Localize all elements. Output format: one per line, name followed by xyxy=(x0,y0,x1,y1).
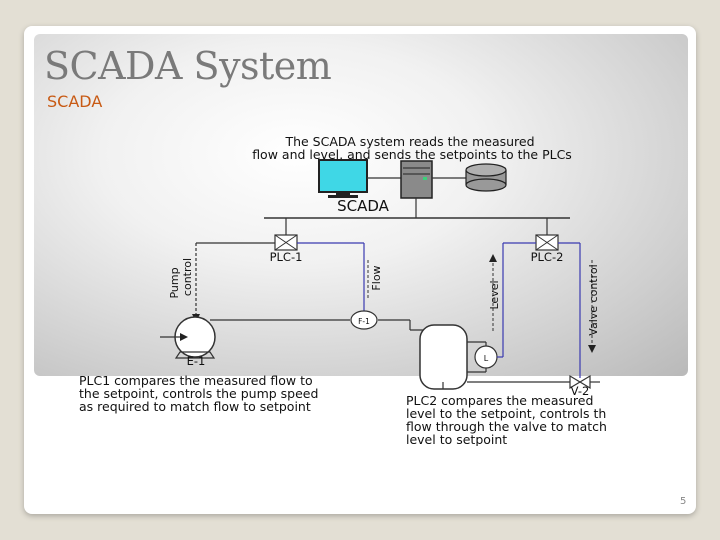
server-icon xyxy=(400,160,433,199)
plc2-icon xyxy=(535,234,559,251)
plc1-caption: PLC1 compares the measured flow to the s… xyxy=(79,373,319,414)
plc2-caption: PLC2 compares the measured level to the … xyxy=(406,394,607,446)
flow-transmitter-label: F-1 xyxy=(358,317,370,326)
pump-control-label-line1: Pump xyxy=(168,267,181,298)
flow-label: Flow xyxy=(370,265,383,290)
valve-icon xyxy=(569,374,591,390)
plc1-label: PLC-1 xyxy=(270,250,303,264)
database-icon xyxy=(465,163,507,192)
slide-subtitle: SCADA xyxy=(47,92,103,111)
level-label: Level xyxy=(488,280,501,309)
flow-transmitter-icon xyxy=(350,310,378,330)
pump-icon xyxy=(160,316,216,359)
scada-label: SCADA xyxy=(337,197,390,215)
top-caption-line1: The SCADA system reads the measured xyxy=(284,134,534,149)
pump-control-label-line2: control xyxy=(181,258,194,296)
slide-title: SCADA System xyxy=(44,44,332,88)
pump-label: E-1 xyxy=(187,354,206,368)
tank-icon xyxy=(419,324,468,390)
monitor-icon xyxy=(318,159,368,198)
plc1-icon xyxy=(274,234,298,251)
slide-number: 5 xyxy=(680,496,687,507)
level-transmitter-label: L xyxy=(484,354,489,363)
valve-label: V-2 xyxy=(571,384,590,398)
top-caption-line2: flow and level, and sends the setpoints … xyxy=(252,147,572,162)
valve-control-label: Valve control xyxy=(587,264,600,335)
plc2-label: PLC-2 xyxy=(531,250,564,264)
